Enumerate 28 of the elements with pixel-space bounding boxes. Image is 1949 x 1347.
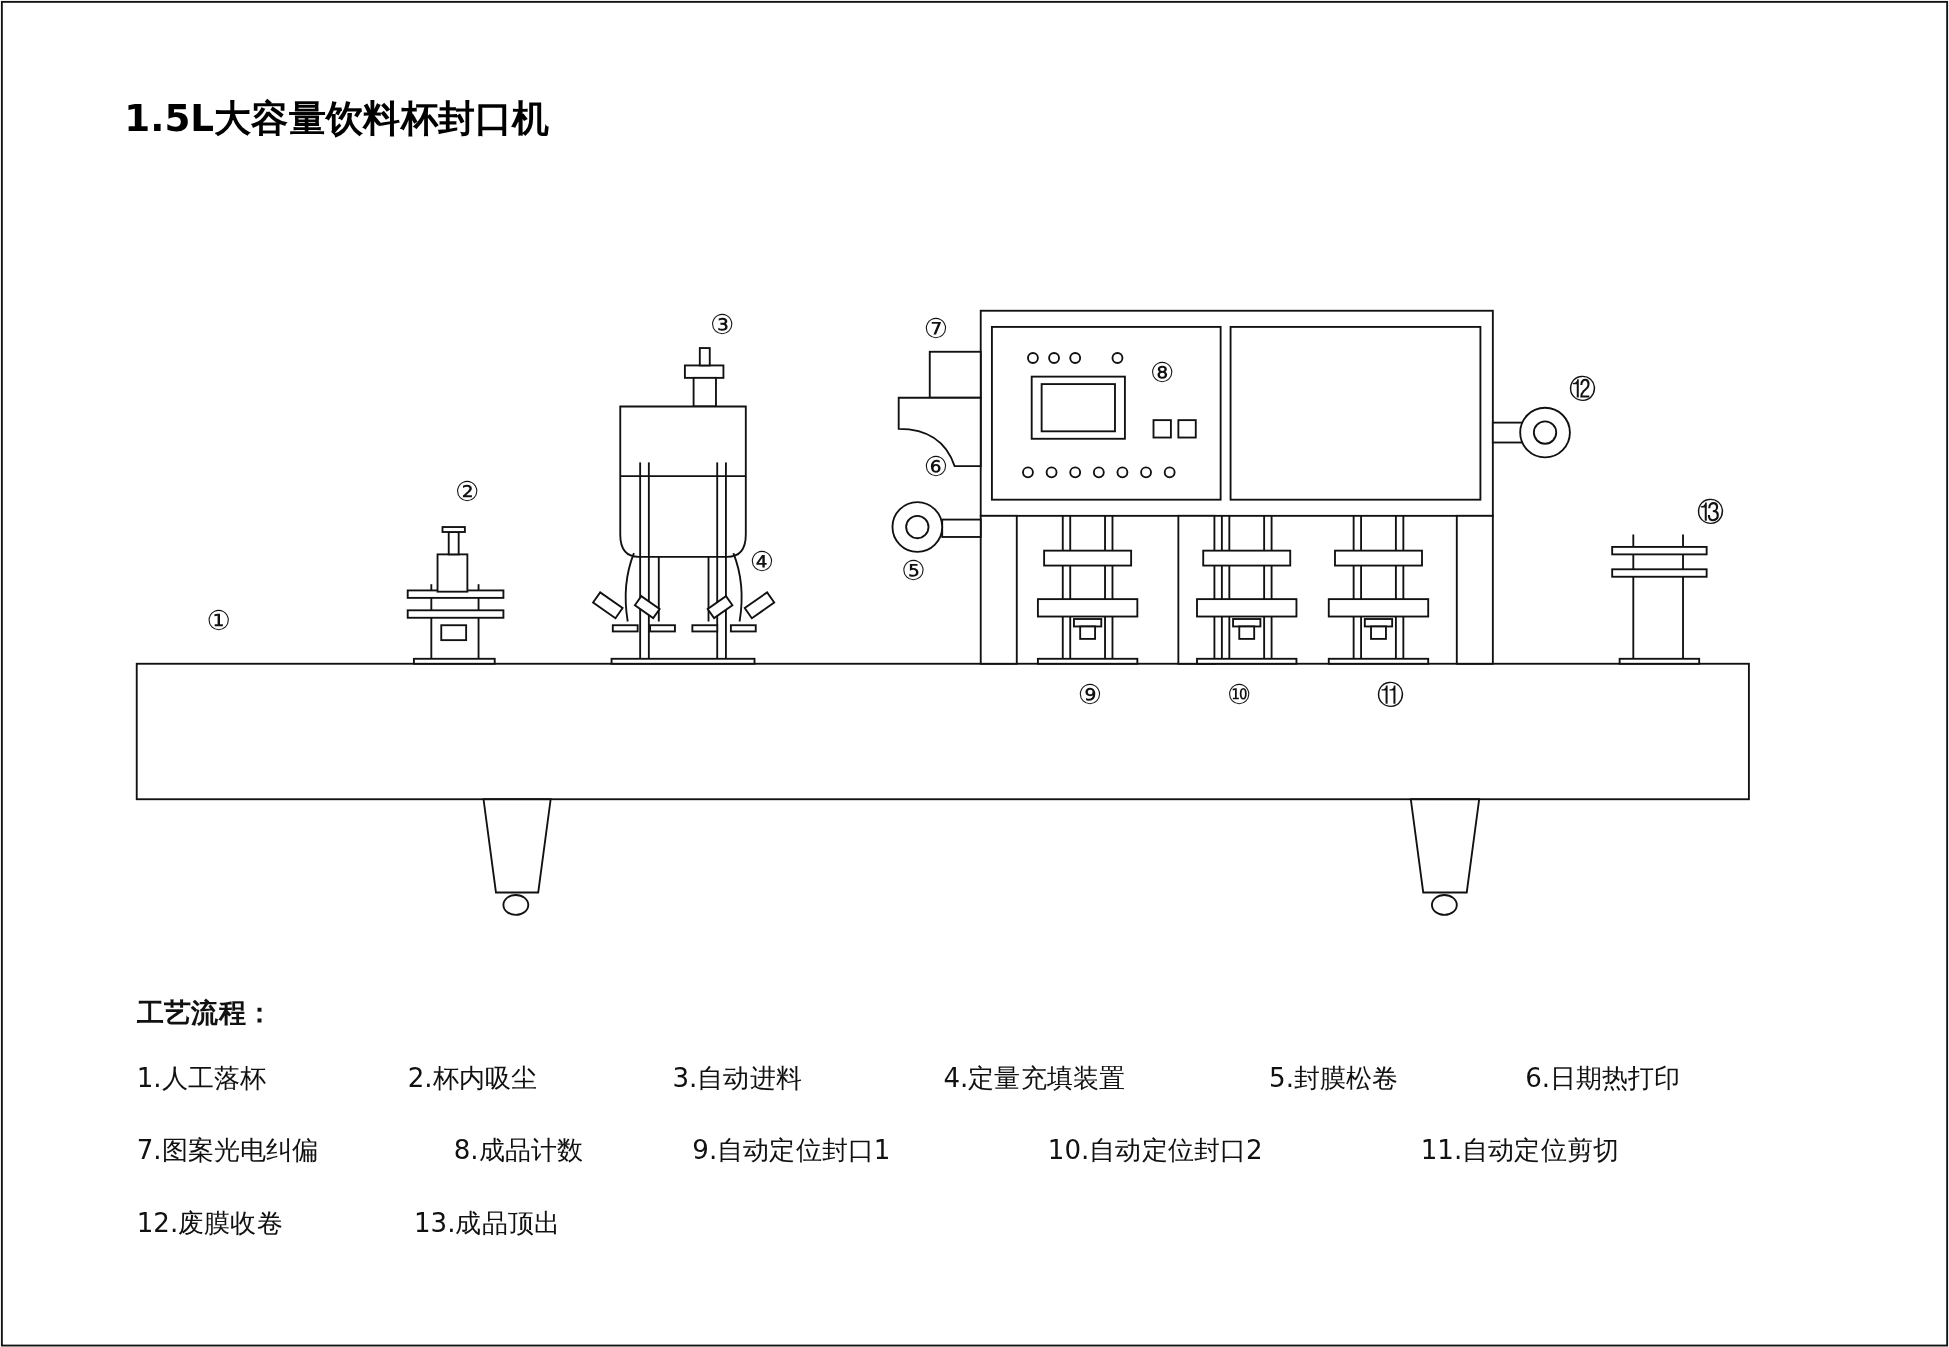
process-step-text: 1.人工落杯 xyxy=(136,1065,267,1092)
callout-number: ⑥ xyxy=(923,453,949,482)
process-step-text: 7.图案光电纠偏 xyxy=(136,1137,319,1165)
process-step-text: 12.废膜收卷 xyxy=(136,1211,283,1238)
title: 1.5L大容量饮料杯封口机 xyxy=(124,99,550,137)
callout-number: ⑦ xyxy=(923,315,949,344)
callout-number: ⑩ xyxy=(1227,681,1252,709)
callout-number: ④ xyxy=(749,548,775,576)
process-step-text: 9.自动定位封口1 xyxy=(692,1137,891,1165)
process-step-text: 3.自动进料 xyxy=(672,1065,802,1092)
callout-number: ⑤ xyxy=(901,558,926,586)
callout-number: ⑫ xyxy=(1568,375,1596,403)
callout-number: ① xyxy=(206,607,232,636)
process-step-text: 10.自动定位封口2 xyxy=(1047,1137,1263,1165)
callout-number: ② xyxy=(455,478,480,506)
process-step-text: 6.日期热打印 xyxy=(1525,1065,1681,1092)
process-step-text: 8.成品计数 xyxy=(453,1137,584,1165)
callout-number: ⑧ xyxy=(1149,359,1175,387)
callout-number: ⑨ xyxy=(1077,681,1103,709)
section-heading: 工艺流程： xyxy=(136,999,274,1027)
process-step-text: 2.杯内吸尘 xyxy=(407,1065,538,1092)
callout-number: ⑪ xyxy=(1377,681,1405,709)
process-step-text: 5.封膜松卷 xyxy=(1269,1065,1399,1092)
process-step-text: 11.自动定位剪切 xyxy=(1420,1137,1619,1165)
callout-number: ⑬ xyxy=(1696,498,1725,526)
callout-number: ③ xyxy=(709,312,735,340)
process-step-text: 13.成品顶出 xyxy=(413,1211,560,1238)
process-step-text: 4.定量充填装置 xyxy=(943,1065,1125,1092)
